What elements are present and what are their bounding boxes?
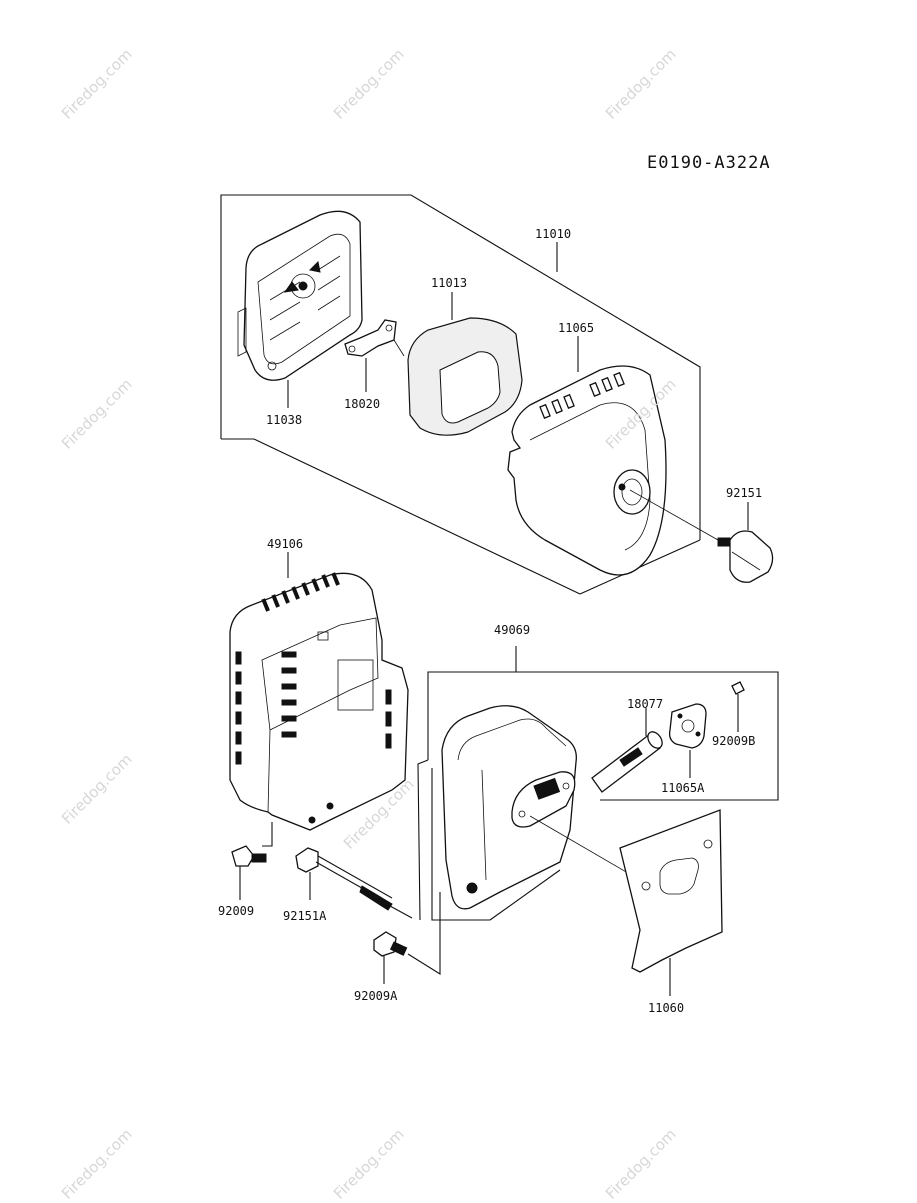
part-label-11013: 11013 xyxy=(431,276,468,290)
part-label-11038: 11038 xyxy=(266,413,303,427)
knob-drawing xyxy=(629,489,774,583)
muffler-assembly-outline xyxy=(417,646,779,921)
bolt-92009-drawing xyxy=(231,822,273,900)
part-label-11065: 11065 xyxy=(558,321,595,335)
gasket-drawing xyxy=(619,809,723,996)
part-label-92151A: 92151A xyxy=(283,909,327,923)
part-label-49106: 49106 xyxy=(267,537,304,551)
part-label-11010: 11010 xyxy=(535,227,572,241)
muffler-body-drawing xyxy=(441,705,641,910)
drawing-id: E0190-A322A xyxy=(647,153,771,173)
part-label-92009A: 92009A xyxy=(354,989,398,1003)
air-cleaner-base-drawing xyxy=(237,210,363,408)
cover-vent-slots xyxy=(235,572,392,765)
part-label-49069: 49069 xyxy=(494,623,531,637)
bracket-drawing xyxy=(344,319,405,392)
part-label-18077: 18077 xyxy=(627,697,664,711)
muffler-cover-drawing xyxy=(229,552,409,831)
part-label-92151: 92151 xyxy=(726,486,763,500)
pipe-drawing xyxy=(591,708,663,793)
bolt-92009a-drawing xyxy=(373,892,441,984)
long-bolt-drawing xyxy=(295,847,413,919)
part-label-92009: 92009 xyxy=(218,904,255,918)
part-label-11060: 11060 xyxy=(648,1001,685,1015)
part-label-11065A: 11065A xyxy=(661,781,705,795)
foam-element-drawing xyxy=(407,292,523,436)
air-cleaner-cover-drawing xyxy=(507,242,667,576)
part-label-92009B: 92009B xyxy=(712,734,756,748)
flange-drawing xyxy=(668,681,745,778)
part-label-18020: 18020 xyxy=(344,397,381,411)
